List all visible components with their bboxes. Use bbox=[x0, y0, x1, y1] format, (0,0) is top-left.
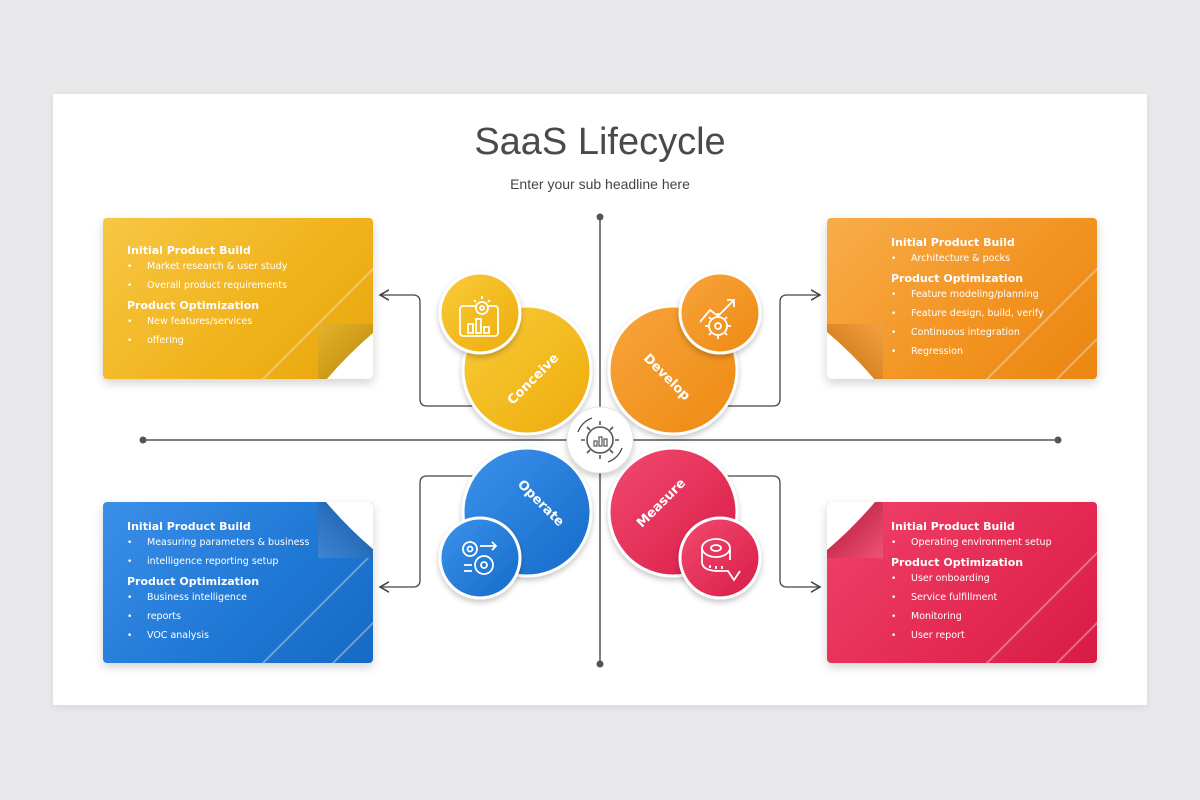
list-item: Operating environment setup bbox=[891, 537, 1052, 549]
page-fold-icon bbox=[318, 502, 373, 558]
list-item: intelligence reporting setup bbox=[127, 556, 309, 568]
list-item: Measuring parameters & business bbox=[127, 537, 309, 549]
list-item: New features/services bbox=[127, 316, 287, 328]
list-item: Continuous integration bbox=[891, 327, 1044, 339]
list-item: Service fulfillment bbox=[891, 592, 1052, 604]
card-top-right: Initial Product BuildArchitecture & pock… bbox=[827, 218, 1097, 379]
section-heading: Initial Product Build bbox=[127, 244, 251, 257]
section-heading: Product Optimization bbox=[127, 299, 260, 312]
page-fold-icon bbox=[318, 324, 373, 379]
page-fold-icon bbox=[827, 502, 883, 558]
list-item: Monitoring bbox=[891, 611, 1052, 623]
card-content: Initial Product BuildArchitecture & pock… bbox=[827, 230, 1064, 365]
connector-arrow bbox=[726, 295, 820, 407]
list-item: reports bbox=[127, 611, 309, 623]
list-item: User onboarding bbox=[891, 573, 1052, 585]
section-heading: Product Optimization bbox=[891, 272, 1024, 285]
page-subtitle: Enter your sub headline here bbox=[510, 176, 690, 192]
card-top-left: Initial Product BuildMarket research & u… bbox=[103, 218, 373, 379]
page-title: SaaS Lifecycle bbox=[474, 121, 726, 163]
list-item: Overall product requirements bbox=[127, 280, 287, 292]
stage-measure: Measure bbox=[607, 446, 762, 600]
stage-conceive: Conceive bbox=[438, 271, 593, 436]
card-content: Initial Product BuildMarket research & u… bbox=[103, 238, 307, 354]
analytics-icon bbox=[459, 296, 499, 337]
connector-arrow bbox=[380, 295, 474, 407]
stage-develop: Develop bbox=[607, 271, 762, 436]
gear-growth-icon bbox=[699, 299, 735, 339]
list-item: Architecture & pocks bbox=[891, 253, 1044, 265]
list-item: Market research & user study bbox=[127, 261, 287, 273]
card-content: Initial Product BuildMeasuring parameter… bbox=[103, 514, 329, 649]
gear-chart-icon bbox=[566, 406, 634, 474]
page-fold-icon bbox=[827, 324, 883, 379]
list-item: User report bbox=[891, 630, 1052, 642]
card-content: Initial Product BuildOperating environme… bbox=[827, 514, 1072, 649]
list-item: Feature design, build, verify bbox=[891, 308, 1044, 320]
section-heading: Initial Product Build bbox=[891, 236, 1015, 249]
connector-arrow bbox=[726, 475, 820, 587]
list-item: VOC analysis bbox=[127, 630, 309, 642]
section-heading: Initial Product Build bbox=[891, 520, 1015, 533]
card-bottom-left: Initial Product BuildMeasuring parameter… bbox=[103, 502, 373, 663]
connector-arrow bbox=[380, 475, 474, 587]
list-item: Business intelligence bbox=[127, 592, 309, 604]
section-heading: Product Optimization bbox=[127, 575, 260, 588]
card-bottom-right: Initial Product BuildOperating environme… bbox=[827, 502, 1097, 663]
process-gears-icon bbox=[462, 541, 498, 575]
list-item: Feature modeling/planning bbox=[891, 289, 1044, 301]
section-heading: Initial Product Build bbox=[127, 520, 251, 533]
section-heading: Product Optimization bbox=[891, 556, 1024, 569]
list-item: Regression bbox=[891, 346, 1044, 358]
measuring-tape-icon bbox=[701, 538, 741, 582]
list-item: offering bbox=[127, 335, 287, 347]
stage-operate: Operate bbox=[438, 446, 593, 600]
